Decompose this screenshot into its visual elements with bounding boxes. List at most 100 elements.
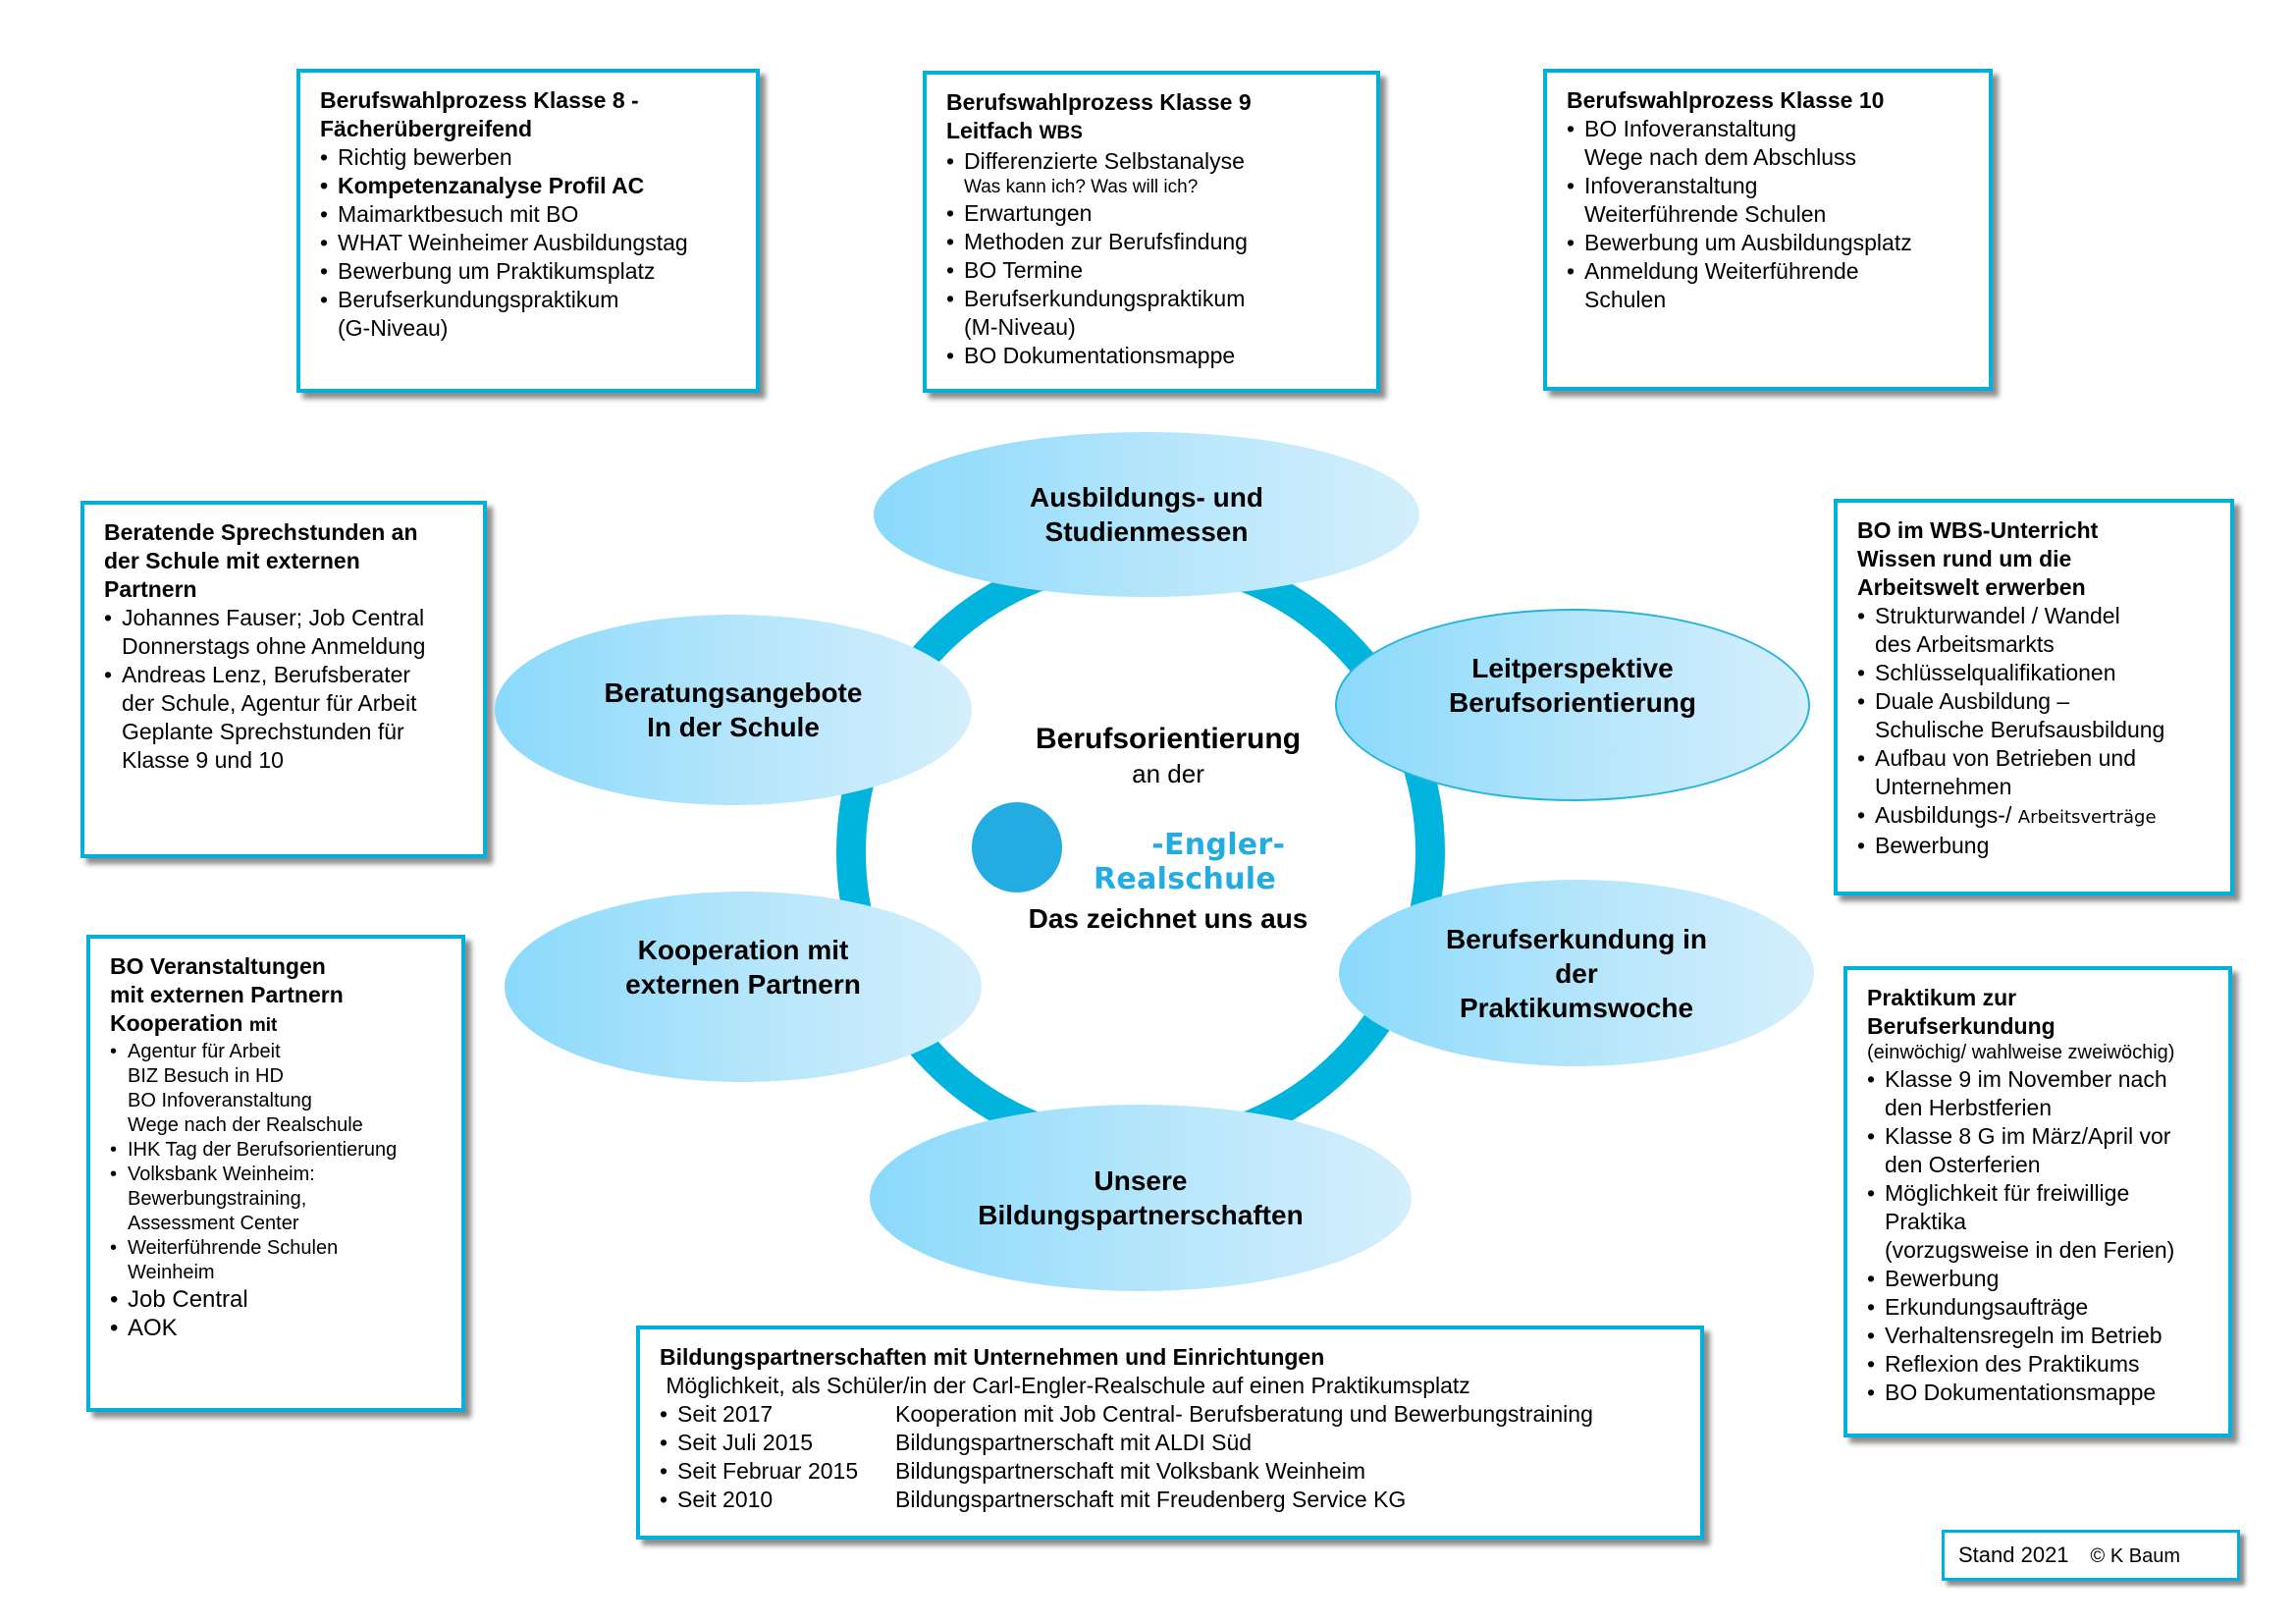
box-klasse9: Berufswahlprozess Klasse 9 Leitfach WBS … (923, 71, 1380, 393)
center-heading: Berufsorientierung an der Carl-Engler-Re… (962, 722, 1374, 936)
item-text-small: Arbeitsverträge (2017, 807, 2157, 828)
box-veranstaltungen-title: BO Veranstaltungen mit externen Partnern… (110, 952, 442, 1040)
box-partnerschaften: Bildungspartnerschaften mit Unternehmen … (636, 1326, 1704, 1540)
list-item: Bewerbung um Ausbildungsplatz (1567, 229, 1969, 257)
partnership-since: Seit 2017 (660, 1400, 895, 1429)
list-item: Bewerbung um Praktikumsplatz (320, 257, 736, 286)
list-item: Agentur für Arbeit BIZ Besuch in HD BO I… (110, 1040, 442, 1138)
ellipse-label: Unsere Bildungspartnerschaften (978, 1165, 1304, 1230)
ellipse-label: Ausbildungs- und Studienmessen (1030, 482, 1263, 547)
item-text: Differenzierte Selbstanalyse (964, 148, 1245, 174)
list-item: BO Dokumentationsmappe (1867, 1379, 2209, 1407)
partnership-since: Seit Februar 2015 (660, 1457, 895, 1486)
list-item: Ausbildungs-/ Arbeitsverträge (1857, 801, 2211, 832)
box-praktikum-note: (einwöchig/ wahlweise zweiwöchig) (1867, 1042, 2175, 1063)
list-item: Andreas Lenz, Berufsberater der Schule, … (104, 661, 463, 775)
list-item: Maimarktbesuch mit BO (320, 200, 736, 229)
list-item: Anmeldung Weiterführende Schulen (1567, 257, 1969, 314)
ellipse-bildungspartnerschaften: Unsere Bildungspartnerschaften (870, 1105, 1412, 1291)
list-item: Berufserkundungspraktikum (M-Niveau) (946, 285, 1357, 342)
box-praktikum-list: Klasse 9 im November nach den Herbstferi… (1867, 1065, 2209, 1407)
list-item: Aufbau von Betrieben und Unternehmen (1857, 744, 2211, 801)
logo-text-rest: -Engler-Realschule (1094, 828, 1286, 896)
center-subtitle: an der (1132, 759, 1204, 788)
ellipse-berufserkundung: Berufserkundung in der Praktikumswoche (1339, 880, 1814, 1066)
stand-label: Stand 2021 (1958, 1543, 2069, 1567)
box-wbs-list: Strukturwandel / Wandel des Arbeitsmarkt… (1857, 602, 2211, 860)
box-klasse8: Berufswahlprozess Klasse 8 - Fächerüberg… (296, 69, 760, 393)
box-klasse9-title: Berufswahlprozess Klasse 9 Leitfach WBS (946, 88, 1357, 147)
box-sprechstunden-list: Johannes Fauser; Job Central Donnerstags… (104, 604, 463, 775)
list-item: Verhaltensregeln im Betrieb (1867, 1322, 2209, 1350)
partnership-since: Seit 2010 (660, 1486, 895, 1514)
box-partnerschaften-title: Bildungspartnerschaften mit Unternehmen … (660, 1344, 1325, 1370)
list-item: Erkundungsaufträge (1867, 1293, 2209, 1322)
list-item: Kompetenzanalyse Profil AC (320, 172, 736, 200)
copyright-label: © K Baum (2090, 1545, 2180, 1567)
ellipse-beratungsangebote: Beratungsangebote In der Schule (495, 615, 972, 805)
item-text: Ausbildungs-/ (1875, 802, 2018, 828)
logo-text: Carl-Engler-Realschule (995, 828, 1374, 896)
list-item: IHK Tag der Berufsorientierung (110, 1138, 442, 1163)
box-wbs-title: BO im WBS-Unterricht Wissen rund um die … (1857, 517, 2099, 600)
list-item: Methoden zur Berufsfindung (946, 228, 1357, 256)
ellipse-label: Berufserkundung in der Praktikumswoche (1445, 923, 1707, 1023)
list-item: Bewerbung (1867, 1265, 2209, 1293)
box-praktikum-title: Praktikum zur Berufserkundung (1867, 985, 2056, 1039)
box-klasse8-title: Berufswahlprozess Klasse 8 - Fächerüberg… (320, 87, 639, 141)
list-item: Bewerbung (1857, 832, 2211, 860)
box-praktikum: Praktikum zur Berufserkundung (einwöchig… (1843, 966, 2232, 1437)
list-item: Johannes Fauser; Job Central Donnerstags… (104, 604, 463, 661)
box-veranstaltungen: BO Veranstaltungen mit externen Partnern… (86, 935, 465, 1412)
box-klasse10: Berufswahlprozess Klasse 10 BO Infoveran… (1543, 69, 1993, 391)
ellipse-ausbildungsmessen: Ausbildungs- und Studienmessen (874, 432, 1419, 597)
ellipse-label: Beratungsangebote In der Schule (604, 677, 863, 742)
list-item: Möglichkeit für freiwillige Praktika (vo… (1867, 1179, 2209, 1265)
partnership-description: Bildungspartnerschaft mit ALDI Süd (895, 1430, 1253, 1455)
list-item: Infoveranstaltung Weiterführende Schulen (1567, 172, 1969, 229)
box-klasse8-list: Richtig bewerben Kompetenzanalyse Profil… (320, 143, 736, 343)
partnership-description: Bildungspartnerschaft mit Volksbank Wein… (895, 1458, 1365, 1484)
box-klasse10-list: BO Infoveranstaltung Wege nach dem Absch… (1567, 115, 1969, 314)
title-main: BO Veranstaltungen mit externen Partnern… (110, 953, 344, 1036)
list-item: Weiterführende Schulen Weinheim (110, 1236, 442, 1285)
title-main: Berufswahlprozess Klasse 9 Leitfach (946, 89, 1252, 143)
logo-circle-icon (972, 802, 1062, 893)
partnership-description: Bildungspartnerschaft mit Freudenberg Se… (895, 1487, 1407, 1512)
school-logo: Carl-Engler-Realschule (962, 798, 1374, 896)
list-item: Job Central (110, 1285, 442, 1314)
footer-stand: Stand 2021 © K Baum (1942, 1530, 2240, 1581)
ellipse-leitperspektive: Leitperspektive Berufsorientierung (1335, 609, 1810, 801)
box-klasse10-title: Berufswahlprozess Klasse 10 (1567, 87, 1885, 113)
box-partnerschaften-intro: Möglichkeit, als Schüler/in der Carl-Eng… (660, 1373, 1470, 1398)
ellipse-kooperation: Kooperation mit externen Partnern (505, 892, 982, 1082)
box-wbs: BO im WBS-Unterricht Wissen rund um die … (1834, 499, 2234, 895)
list-item: BO Termine (946, 256, 1357, 285)
box-veranstaltungen-list: Agentur für Arbeit BIZ Besuch in HD BO I… (110, 1040, 442, 1342)
partnership-since: Seit Juli 2015 (660, 1429, 895, 1457)
list-item: Erwartungen (946, 199, 1357, 228)
logo-text-first: Carl (1084, 828, 1152, 862)
list-item: AOK (110, 1314, 442, 1342)
list-item: Berufserkundungspraktikum (G-Niveau) (320, 286, 736, 343)
list-item: Strukturwandel / Wandel des Arbeitsmarkt… (1857, 602, 2211, 659)
list-item: Richtig bewerben (320, 143, 736, 172)
list-item: Duale Ausbildung – Schulische Berufsausb… (1857, 687, 2211, 744)
list-item: Klasse 9 im November nach den Herbstferi… (1867, 1065, 2209, 1122)
box-sprechstunden-title: Beratende Sprechstunden an der Schule mi… (104, 519, 418, 602)
center-title: Berufsorientierung (1035, 723, 1302, 755)
list-item: Schlüsselqualifikationen (1857, 659, 2211, 687)
list-item: BO Dokumentationsmappe (946, 342, 1357, 370)
ellipse-label: Kooperation mit externen Partnern (625, 935, 861, 1000)
list-item: WHAT Weinheimer Ausbildungstag (320, 229, 736, 257)
ellipse-label: Leitperspektive Berufsorientierung (1448, 653, 1697, 718)
title-suffix: mit (248, 1015, 278, 1036)
list-item: Volksbank Weinheim: Bewerbungstraining, … (110, 1163, 442, 1236)
list-item: Klasse 8 G im März/April vor den Osterfe… (1867, 1122, 2209, 1179)
list-item: BO Infoveranstaltung Wege nach dem Absch… (1567, 115, 1969, 172)
item-subtext: Was kann ich? Was will ich? (964, 177, 1199, 197)
partnership-description: Kooperation mit Job Central- Berufsberat… (895, 1401, 1593, 1427)
